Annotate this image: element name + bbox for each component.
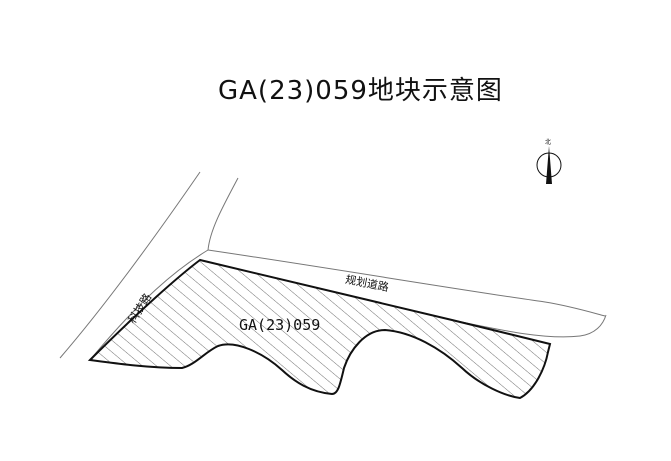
- road-edge-keji-guihua-right: [89, 177, 239, 361]
- north-arrow-icon: [536, 146, 562, 184]
- parcel-label: GA(23)059: [239, 316, 321, 334]
- north-label: 北: [545, 139, 552, 146]
- road-edge-keji-left: [59, 171, 201, 359]
- road-edge-guihua-upper: [207, 249, 606, 317]
- map-title: GA(23)059地块示意图: [218, 76, 503, 106]
- parcel-boundary: [87, 258, 552, 400]
